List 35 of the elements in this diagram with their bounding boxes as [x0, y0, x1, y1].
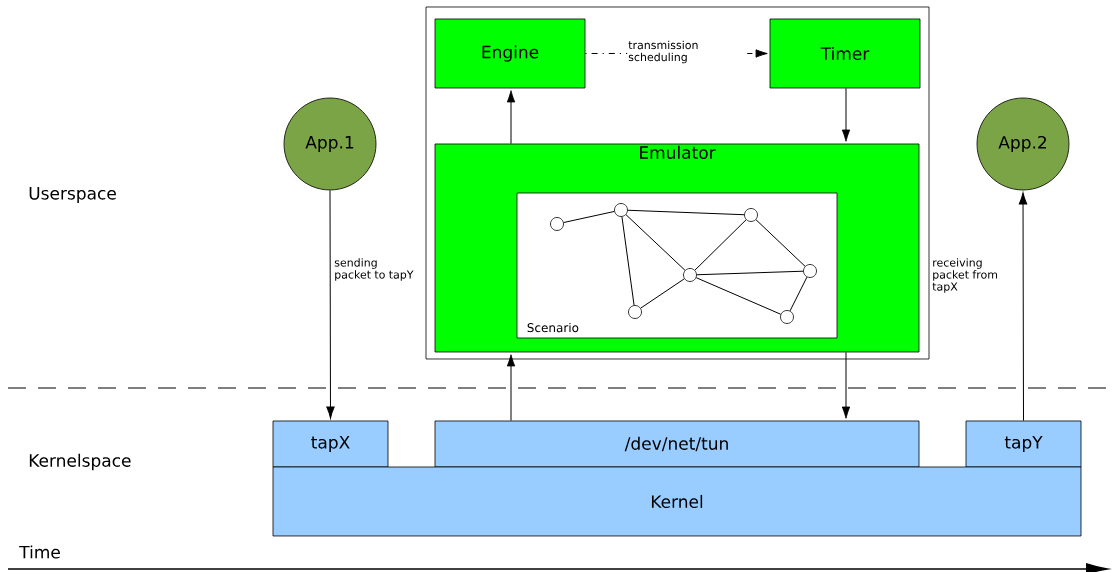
edge-label: transmission scheduling	[627, 39, 748, 65]
graph-node	[683, 268, 697, 282]
graph-link	[696, 270, 804, 276]
edge-label: receiving packet from tapX	[932, 258, 998, 293]
axis-label: Time	[19, 545, 60, 559]
tap-box: tapX	[272, 420, 389, 468]
scenario-box: Scenario	[516, 192, 838, 339]
graph-node	[614, 203, 628, 217]
layer-label: Kernelspace	[29, 453, 131, 471]
graph-node	[628, 305, 642, 319]
edge-label: sending packet to tapY	[334, 258, 414, 281]
tap-box: tapY	[965, 420, 1082, 468]
graph-link	[755, 219, 806, 267]
graph-link	[789, 276, 808, 312]
graph-node	[803, 264, 817, 278]
graph-node	[780, 310, 794, 324]
graph-link	[694, 219, 747, 271]
graph-link	[563, 210, 615, 223]
graph-link	[625, 214, 686, 271]
tun-device-box: /dev/net/tun	[434, 420, 920, 468]
graph-node	[744, 208, 758, 222]
arrow	[506, 90, 516, 145]
graph-link	[640, 278, 685, 309]
arrow	[1018, 192, 1028, 422]
graph-link	[695, 277, 782, 315]
graph-link	[621, 216, 635, 306]
arrow	[506, 354, 516, 422]
timer-box: Timer	[769, 18, 921, 89]
engine-box: Engine	[434, 18, 586, 89]
graph-node	[550, 217, 564, 231]
arrow	[841, 351, 851, 419]
arrow	[841, 87, 851, 142]
arrow	[326, 189, 335, 419]
graph-link	[627, 209, 745, 216]
layer-label: Userspace	[29, 187, 116, 203]
